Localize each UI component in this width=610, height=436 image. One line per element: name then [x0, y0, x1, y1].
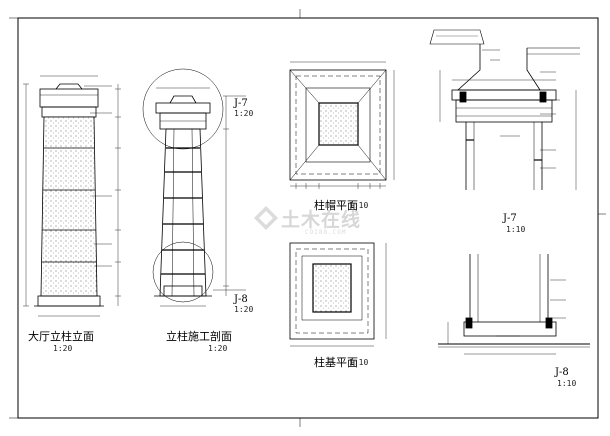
- detail-tag-j8-right: J-8: [555, 367, 569, 378]
- hall-column-elevation: [23, 75, 121, 317]
- detail-scale-j8-right: 1:10: [557, 379, 577, 388]
- detail-scale-j7-right: 1:10: [506, 225, 526, 234]
- hall-column-scale: 1:20: [53, 344, 73, 353]
- column-section: [142, 68, 246, 307]
- detail-j8: [438, 254, 590, 355]
- base-plan-scale: 1:10: [349, 358, 369, 367]
- detail-tag-j8-left: J-8: [234, 294, 248, 305]
- watermark-text: 土木在线: [281, 209, 362, 231]
- cap-plan: [289, 61, 395, 189]
- cap-plan-title: 柱帽平面: [314, 199, 358, 212]
- detail-scale-j8-left: 1:20: [234, 305, 254, 314]
- base-plan-title: 柱基平面: [314, 356, 358, 369]
- detail-tag-j7-right: J-7: [503, 213, 517, 224]
- detail-j7: [429, 29, 580, 190]
- base-plan: [289, 242, 387, 347]
- section-scale: 1:20: [208, 344, 228, 353]
- section-title: 立柱施工剖面: [166, 330, 232, 343]
- detail-tag-j7-left: J-7: [234, 98, 248, 109]
- hall-column-title: 大厅立柱立面: [28, 330, 94, 343]
- sheet-border: [9, 9, 606, 427]
- watermark-logo: [254, 206, 278, 230]
- watermark-url: COI88.COM: [305, 229, 347, 236]
- detail-scale-j7-left: 1:20: [234, 109, 254, 118]
- cap-plan-scale: 1:10: [349, 201, 369, 210]
